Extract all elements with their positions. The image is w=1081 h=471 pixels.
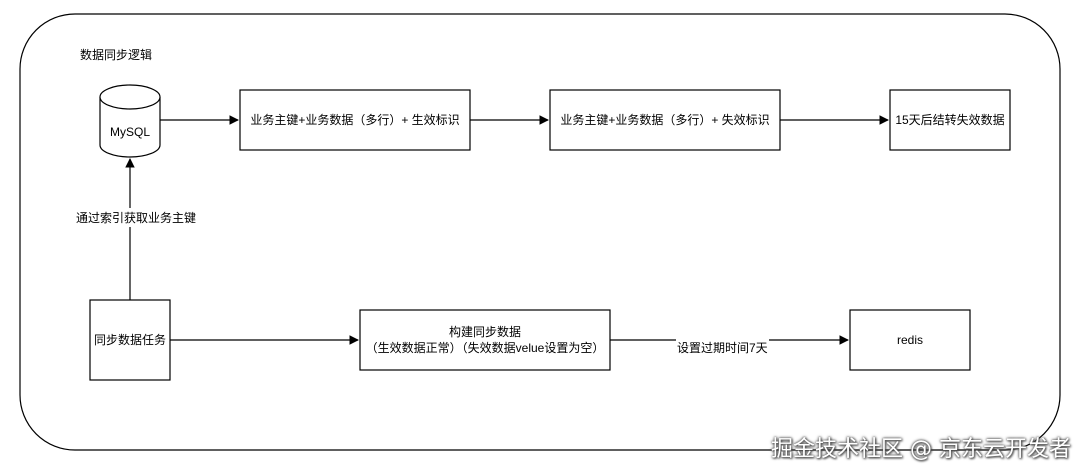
- build-data-label: 构建同步数据 （生效数据正常）（失效数据velue设置为空）: [360, 310, 610, 370]
- expire-box: [889, 89, 1011, 151]
- build-data-line2: （生效数据正常）（失效数据velue设置为空）: [365, 341, 605, 355]
- redis-box: [849, 309, 971, 371]
- edge-label-index: 通过索引获取业务主键: [76, 208, 197, 227]
- expire-label: 15天后结转失效数据: [895, 113, 1005, 127]
- mysql-cylinder: [99, 84, 161, 158]
- redis-label: redis: [896, 333, 923, 347]
- watermark: 掘金技术社区 @ 京东云开发者: [771, 437, 1071, 462]
- build-data-box: [359, 309, 611, 371]
- valid-record-box: [239, 89, 471, 151]
- edge-label-expire: 设置过期时间7天: [676, 339, 769, 356]
- invalid-record-box: [549, 89, 781, 151]
- diagram-title: 数据同步逻辑: [80, 48, 153, 62]
- valid-record-label: 业务主键+业务数据（多行）+ 生效标识: [250, 113, 460, 127]
- outer-frame: [19, 13, 1061, 451]
- sync-task-box: [89, 299, 171, 381]
- invalid-record-label: 业务主键+业务数据（多行）+ 失效标识: [560, 113, 770, 127]
- build-data-line1: 构建同步数据: [448, 325, 521, 339]
- mysql-label: MySQL: [109, 125, 150, 139]
- sync-task-label: 同步数据任务: [93, 333, 166, 347]
